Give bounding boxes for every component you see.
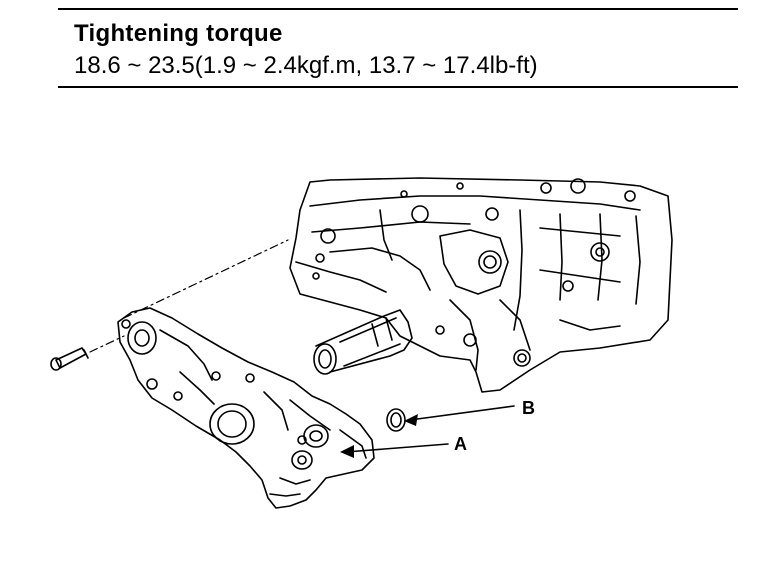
leader-line-a: [345, 443, 449, 453]
torque-title: Tightening torque: [74, 20, 283, 47]
callout-a: A: [454, 434, 467, 454]
alignment-lines: [89, 239, 289, 353]
torque-spec-box: Tightening torque 18.6 ~ 23.5(1.9 ~ 2.4k…: [58, 8, 738, 88]
torque-value: 18.6 ~ 23.5(1.9 ~ 2.4kgf.m, 13.7 ~ 17.4l…: [74, 52, 538, 79]
arrowhead-a: [340, 445, 354, 458]
bottom-rule: [58, 86, 738, 88]
engine-block: [289, 177, 673, 393]
top-rule: [58, 8, 738, 10]
arrowhead-b: [404, 414, 418, 426]
mounting-bolt: [50, 347, 89, 371]
o-ring: [386, 408, 406, 432]
crankshaft-snout: [313, 309, 413, 375]
oil-pump-housing: [117, 307, 375, 509]
callout-b: B: [522, 398, 535, 418]
leader-line-b: [409, 405, 515, 421]
